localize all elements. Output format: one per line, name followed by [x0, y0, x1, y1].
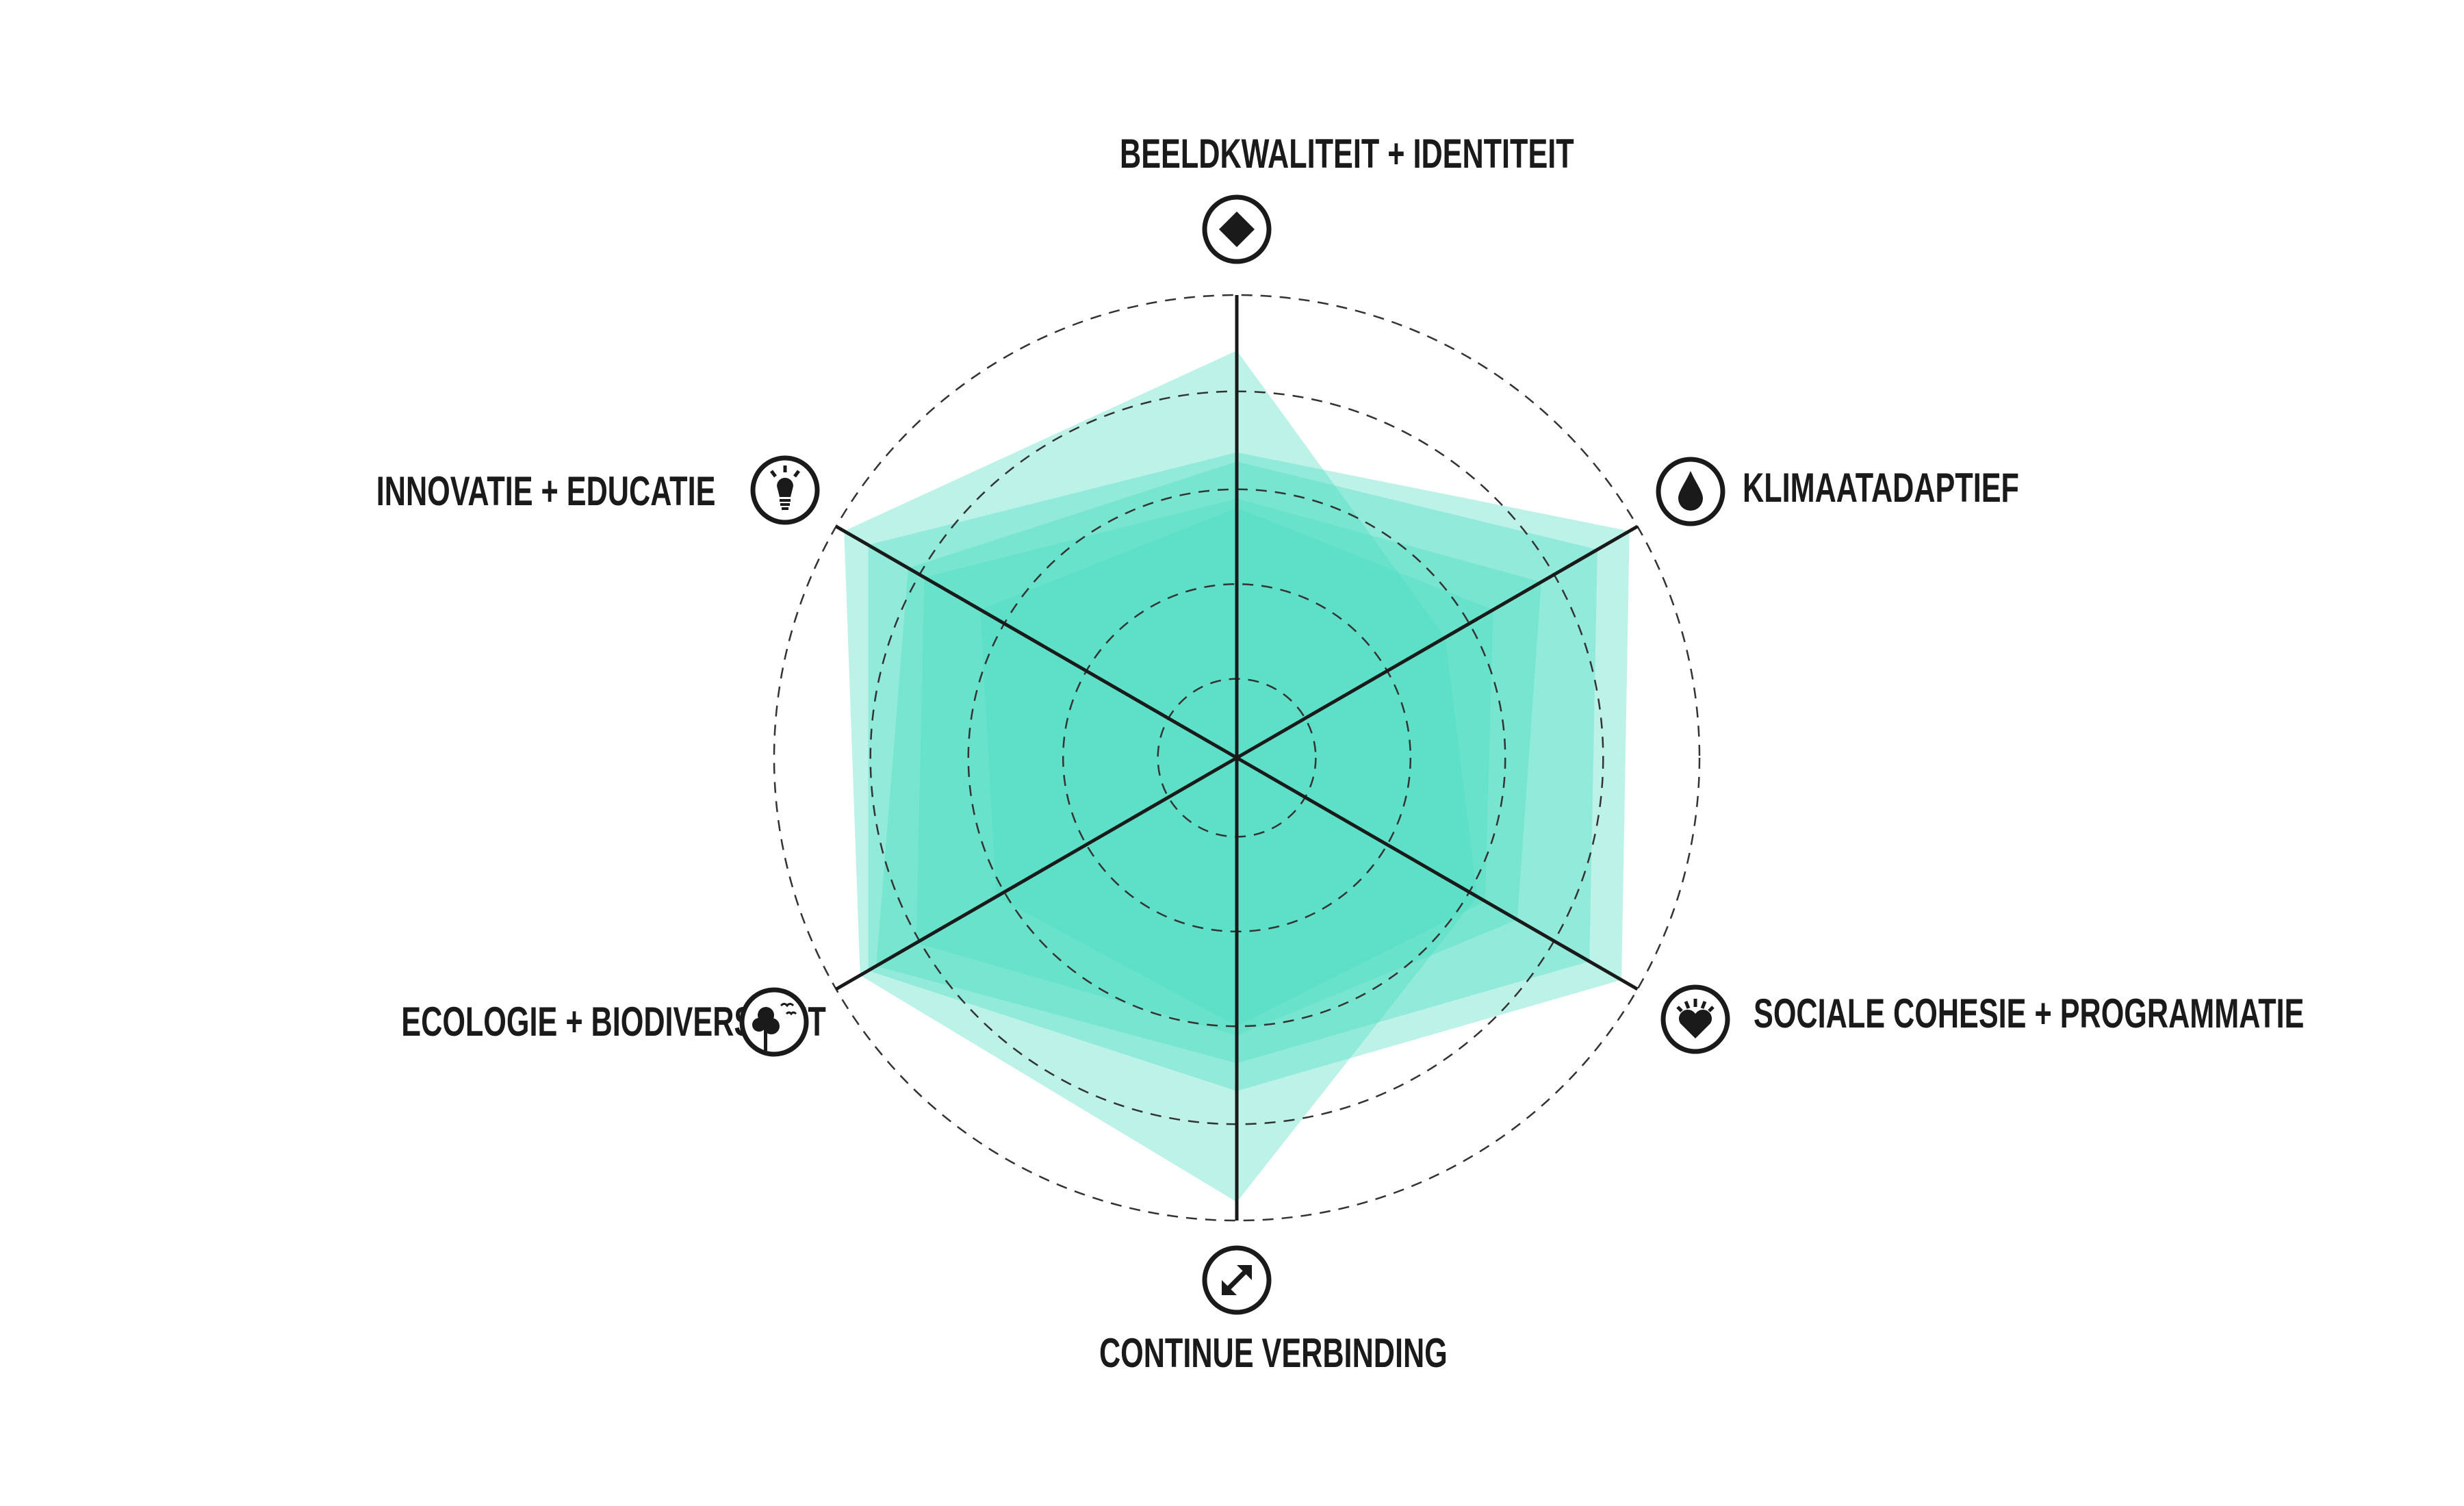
- axis-label-sociale-cohesie: SOCIALE COHESIE + PROGRAMMATIE: [1754, 991, 2305, 1036]
- grid-ring-5: [773, 294, 1701, 1222]
- axis-label-ecologie: ECOLOGIE + BIODIVERSITEIT: [401, 999, 826, 1045]
- axis-line-5: [835, 524, 1238, 760]
- axis-label-innovatie: INNOVATIE + EDUCATIE: [376, 468, 715, 514]
- series-polygon-4: [916, 498, 1541, 1036]
- arrows-icon: [1202, 1245, 1272, 1315]
- axis-label-klimaatadaptief: KLIMAATADAPTIEF: [1743, 465, 2019, 511]
- tree-icon: [739, 987, 809, 1057]
- heart-icon: [1660, 984, 1730, 1054]
- grid-ring-3: [967, 488, 1506, 1028]
- series-polygon-2: [868, 452, 1630, 1091]
- axis-label-beeldkwaliteit: BEELDKWALITEIT + IDENTITEIT: [1120, 131, 1574, 177]
- diamond-icon: [1202, 194, 1272, 264]
- lightbulb-icon: [750, 455, 820, 525]
- axis-line-4: [835, 756, 1238, 991]
- axis-line-2: [1235, 756, 1639, 991]
- axis-label-continue-verbinding: CONTINUE VERBINDING: [1099, 1330, 1448, 1376]
- axis-line-1: [1235, 524, 1639, 760]
- series-polygon-1: [844, 350, 1478, 1202]
- water-drop-icon: [1656, 457, 1725, 526]
